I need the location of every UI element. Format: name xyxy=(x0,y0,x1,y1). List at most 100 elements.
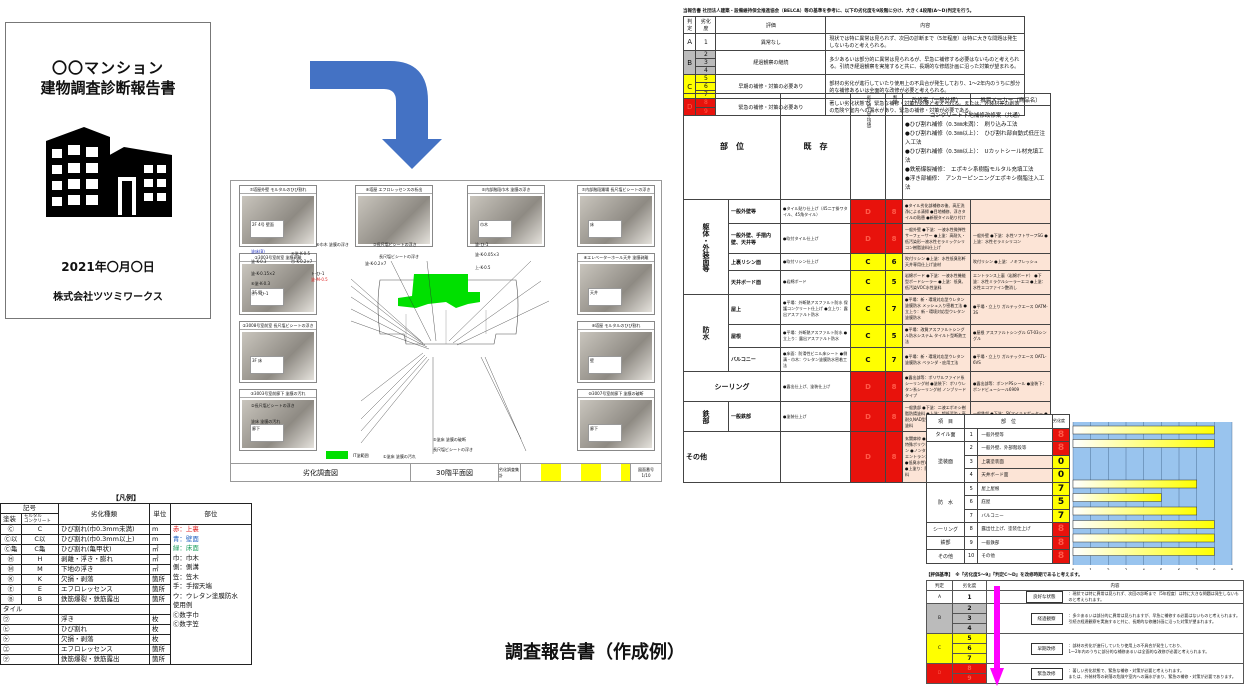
score-value: 8 xyxy=(1052,441,1070,456)
score: 5 xyxy=(952,633,987,644)
score: 8 xyxy=(952,663,987,674)
plan-annotation: ②長尺塩ビシートの浮き xyxy=(251,403,295,408)
description: ：現状では特に異常は見られず、次回の診断まで（5年程度）は特に大きな問題は発生し… xyxy=(1066,590,1244,604)
common-item: ●ひび割れ補修（0.3㎜以上）： Uカットシール材充填工法 xyxy=(905,149,1044,165)
floor-plan xyxy=(377,274,519,345)
group: シーリング xyxy=(926,522,965,537)
type-header: 劣化種類 xyxy=(57,503,151,525)
bar xyxy=(1072,506,1197,516)
rating-header: 判定 xyxy=(682,16,697,34)
rating-header: 内容 xyxy=(825,16,1025,34)
grade: C xyxy=(850,347,886,372)
mortar-symbol: B xyxy=(20,594,59,605)
score-value: 5 xyxy=(1052,495,1070,510)
x-tick-label: 6 xyxy=(1178,568,1181,570)
score: 6 xyxy=(952,643,987,654)
photo-note-card: 3F 床 xyxy=(250,356,284,374)
plan-annotation: 塗-K-0.05×3 xyxy=(475,252,499,257)
photo-note-card: 廊下 xyxy=(250,424,284,442)
score-header: 劣化度（平均値） xyxy=(850,92,886,201)
repair-row: 躯体・外装面等一般外壁等●タイル貼り仕上げ（45二丁掛ワタイル、45角タイル）D… xyxy=(683,199,1051,295)
plan-annotation: 塗-ひ-1 xyxy=(475,242,489,247)
existing: ●露出仕上げ、塗装仕上げ xyxy=(780,370,851,403)
repair-plan: ●平場：新・環境対応型ウレタン塗膜防水 ベランダ・庇用工法 xyxy=(902,347,971,372)
status-label: 早期改修 xyxy=(1030,642,1063,655)
plan-annotation: 上-K-0.5 xyxy=(475,265,491,270)
plan-annotation: 塗-K-0.15×2 xyxy=(251,271,275,276)
photo-image: 3F 床 xyxy=(242,332,314,380)
description-line: ：現状では特に異常は見られず、次回の診断まで（5年程度）は特に大きな問題は発生し… xyxy=(1068,591,1239,602)
existing: ●床面：防滑性ビニル床シート ●側溝・巾木：ウレタン塗膜防水密着工法 xyxy=(780,347,851,372)
existing: ●吹付タイル仕上げ xyxy=(780,223,851,255)
existing: ●吹付リシン仕上げ xyxy=(780,253,851,272)
score: 5 xyxy=(695,74,717,83)
maker-header: 推奨メーカー（商品名） xyxy=(970,92,1051,107)
description: ：多少あるいは部分的に異常は見られますが、早急に補修する必要はないものと考えられ… xyxy=(1066,603,1244,634)
score-header: 劣化度 xyxy=(1052,414,1070,429)
part: 露出仕上げ、塗装仕上げ xyxy=(977,522,1053,537)
site-photo: ⑩3007号室前廊下 塗膜の破断廊下 xyxy=(577,389,655,451)
score: 8 xyxy=(885,431,903,483)
score: 2 xyxy=(952,603,987,614)
photo-caption: ⑤内部階段巾木 塗膜の浮き xyxy=(468,186,544,194)
grade: D xyxy=(850,199,886,225)
photo-caption: ⑦内部階段踊場 長尺塩ビシートの浮き xyxy=(578,186,654,194)
deterioration-type: エフロレッセンス xyxy=(57,584,151,595)
plan-annotation: ①塗床 塗膜の汚れ xyxy=(383,454,416,459)
part-item: Ⓒ数字巾 xyxy=(172,610,199,619)
deterioration-type: 下地の浮き xyxy=(57,564,151,575)
score-value: 0 xyxy=(1052,454,1070,469)
section: 躯体・外装面等 xyxy=(683,199,729,295)
part-header: 部位 xyxy=(169,503,253,525)
mortar-symbol: C亀 xyxy=(20,544,59,555)
score-value: 8 xyxy=(1052,522,1070,537)
grade: D xyxy=(850,431,886,483)
bar xyxy=(1072,479,1197,489)
x-tick-label: 7 xyxy=(1195,568,1198,570)
number: 4 xyxy=(963,468,979,483)
plan-annotation: ⑪ト-ひ-1 xyxy=(251,291,269,296)
unit: 箇所 xyxy=(149,584,171,595)
score-value: 7 xyxy=(1052,481,1070,496)
photo-note-card: 3F 壁 xyxy=(250,288,284,306)
item: 一般外壁、手摺内壁、天井等 xyxy=(728,223,781,255)
unit-header: 単位 xyxy=(149,503,171,525)
part-header: 部 位 xyxy=(683,92,781,201)
legend-tile-row: ㋢鉄筋爆裂・鉄筋露出箇所 xyxy=(0,654,252,665)
content-header: 内容 xyxy=(986,580,1244,591)
repair-plan: ●タイル劣化部補修の後、高圧洗浄による清掃 ●目地補修、浮きタイルの貼替 ●新規… xyxy=(902,199,971,225)
section: シーリング xyxy=(683,370,781,403)
bar xyxy=(1072,493,1162,502)
description-line: ：部材の劣化が進行していたり使用上の不具合が発生しており、 xyxy=(1068,642,1184,648)
summary-table xyxy=(521,464,631,481)
plan-annotation: ③長尺塩ビシートの浮き xyxy=(373,242,417,247)
description: ：部材の劣化が進行していたり使用上の不具合が発生しており、1～2年内のうちに部分… xyxy=(1066,633,1244,664)
group: 鉄部 xyxy=(926,535,965,550)
drawing-page: 1/10 xyxy=(641,473,651,478)
legend-swatch xyxy=(326,451,348,459)
part-item: ウ：ウレタン塗膜防水 xyxy=(172,591,238,600)
deterioration-type: ひび割れ(亀甲状) xyxy=(57,544,151,555)
existing: ●岩綿ボード xyxy=(780,270,851,295)
deterioration-type: ひび割れ(巾0.3mm未満) xyxy=(57,524,151,535)
paint-symbol: Ⓑ xyxy=(0,594,22,605)
tile-symbol: ㋪ xyxy=(0,624,59,635)
unit: 枚 xyxy=(149,614,171,625)
photo-caption: ⑦塔屋外壁 モルタルのひび割れ xyxy=(240,186,316,194)
tile-symbol: ㋢ xyxy=(0,654,59,665)
photo-note-card: 床 xyxy=(588,220,622,238)
evaluation: 経過観察の継続 xyxy=(715,50,827,75)
number: 6 xyxy=(963,495,979,510)
plan-annotation: ⑤塗床 塗膜の破断 xyxy=(433,437,466,442)
unit: 箇所 xyxy=(149,594,171,605)
description-line: または、外装材等の剥落の危険や室内への漏水があり、緊急の補修・対策が必要でありま… xyxy=(1068,673,1236,679)
